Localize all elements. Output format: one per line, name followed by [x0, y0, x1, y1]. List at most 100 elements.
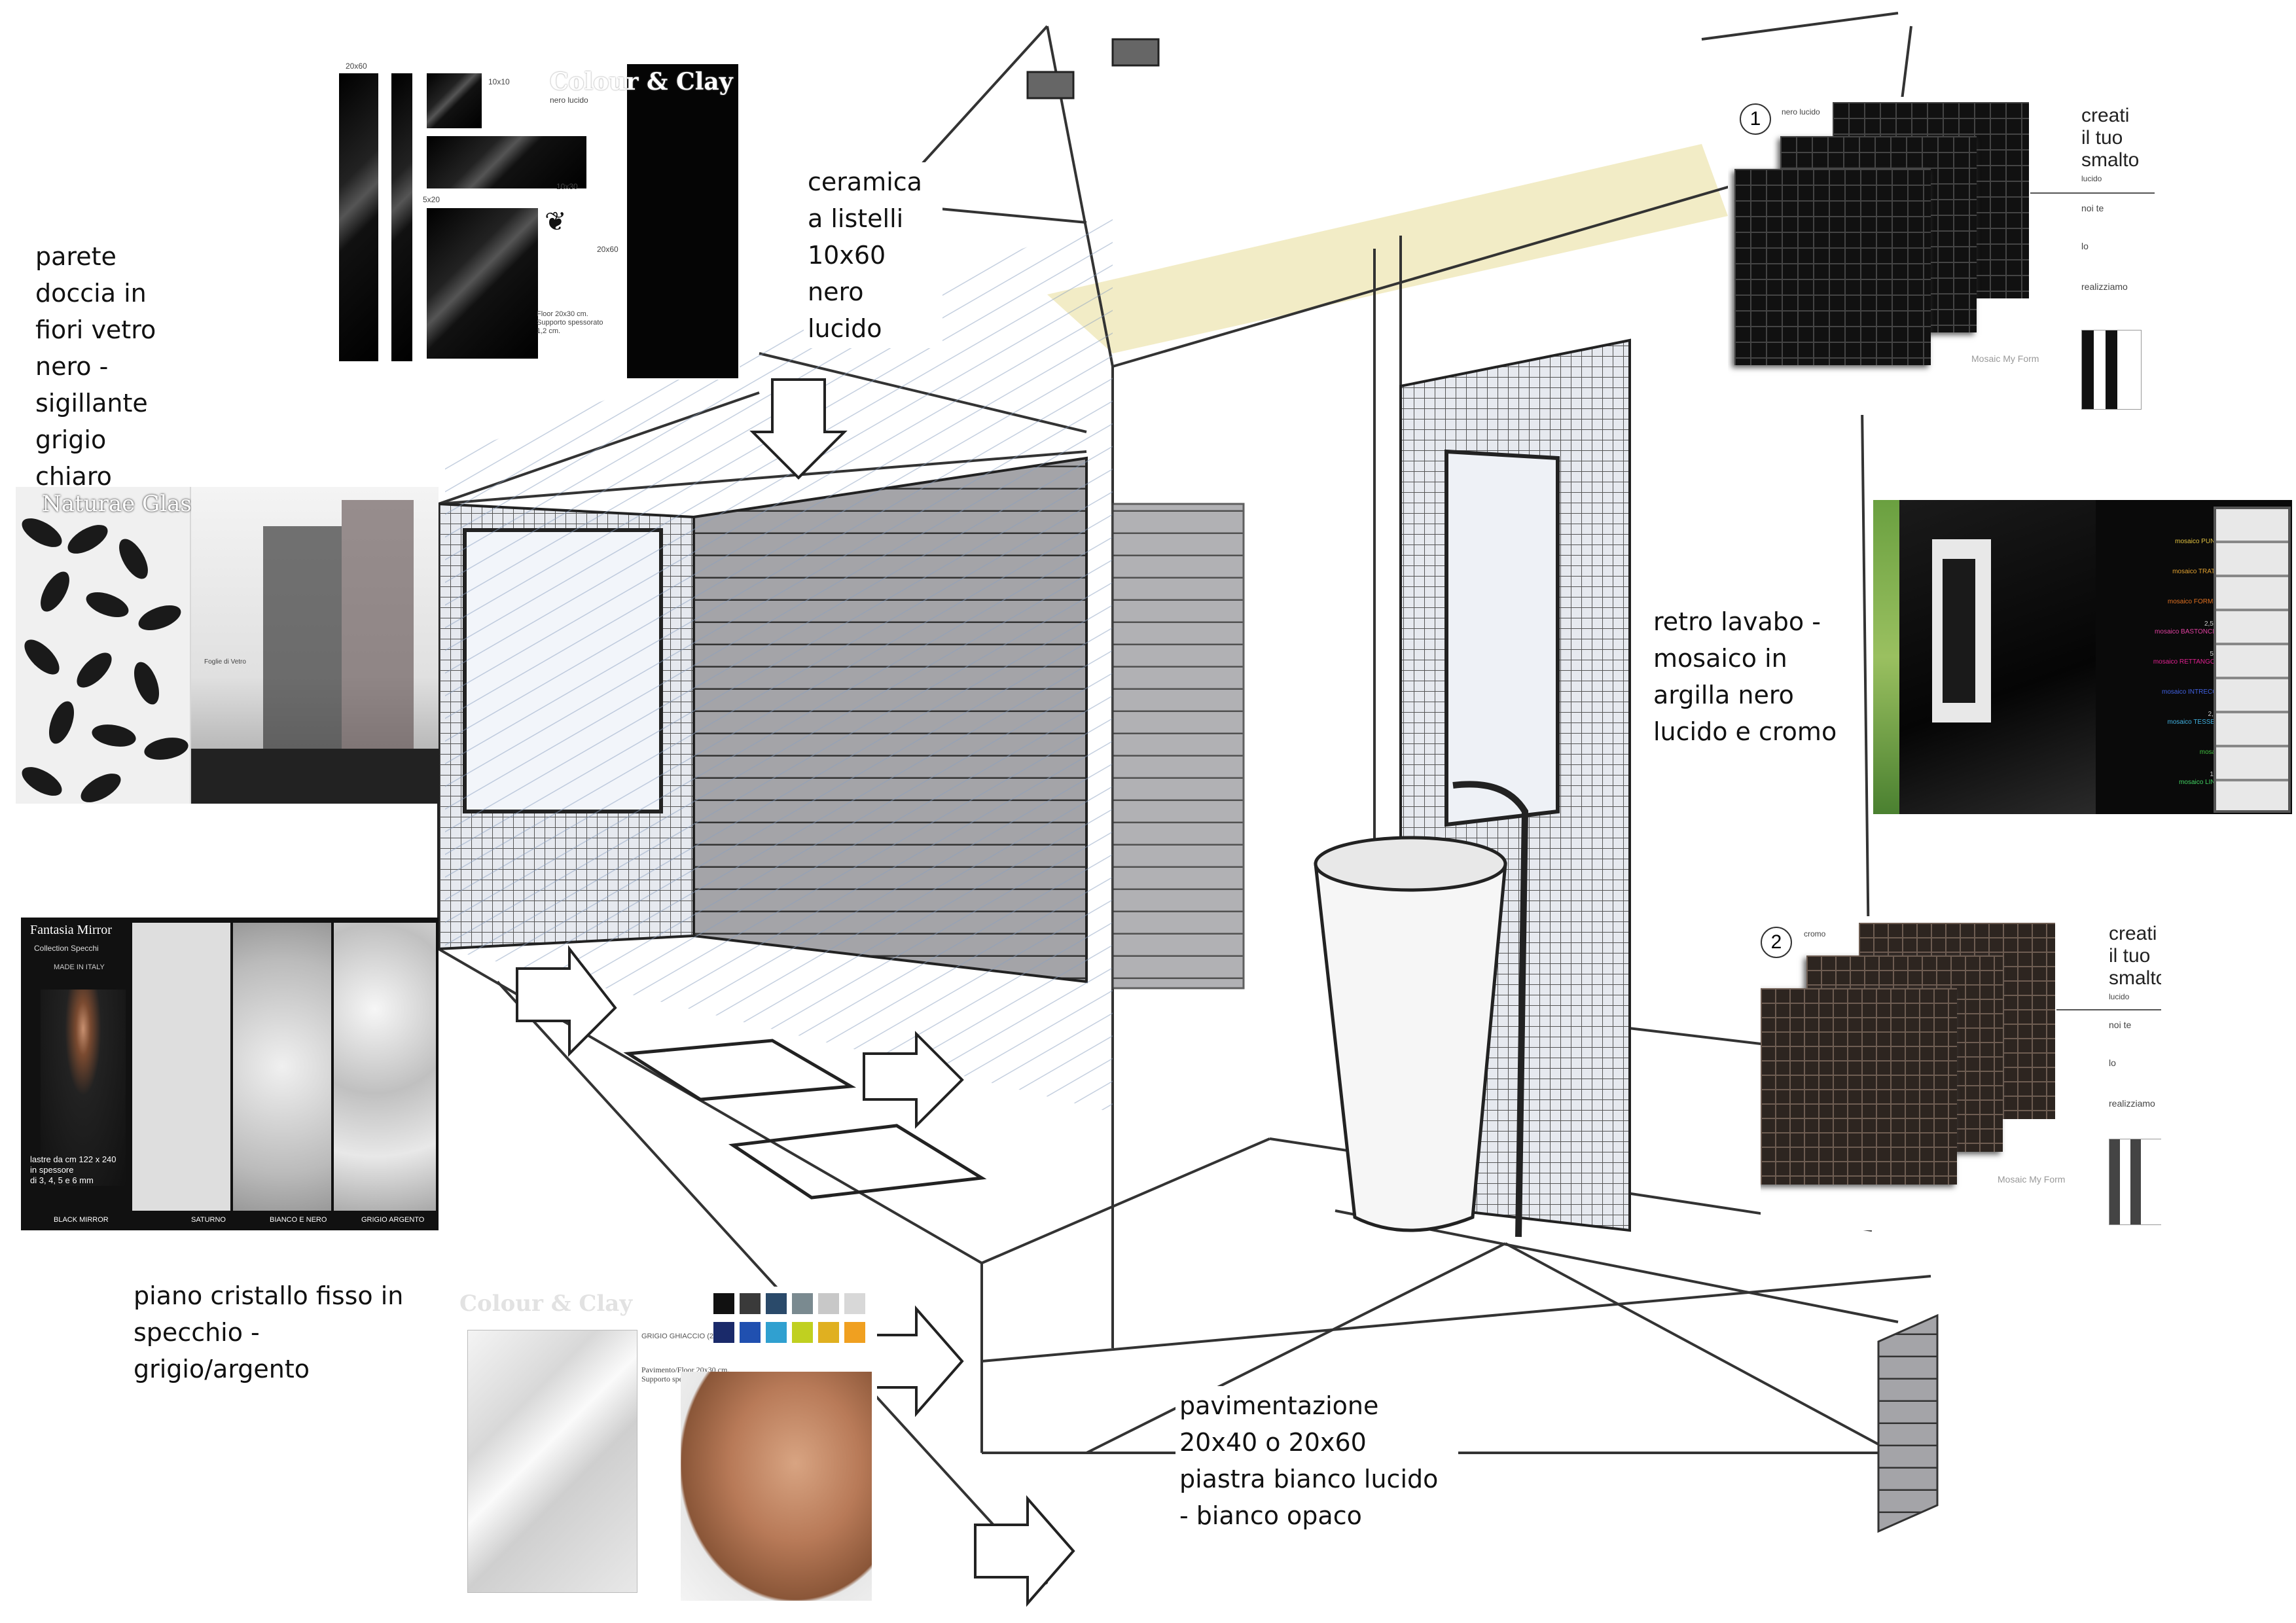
mosaic-slogan: creati il tuo smalto — [2109, 923, 2161, 990]
note-parete-doccia: parete doccia in fiori vetro nero - sigi… — [31, 236, 196, 497]
panel-label: BIANCO E NERO — [270, 1216, 327, 1224]
towel-radiator — [1111, 503, 1245, 990]
name: mosaico INTRECCIO — [2161, 688, 2224, 696]
glass-flower-pattern — [16, 487, 190, 804]
mosaic-brand: Mosaic My Form — [1971, 353, 2039, 364]
slogan-line-2: realizziamo — [2081, 281, 2128, 292]
shower-drain-2 — [728, 1124, 987, 1200]
note-piano-cristallo: piano cristallo fisso in specchio - grig… — [130, 1276, 419, 1389]
finish-label: cromo — [1804, 929, 1826, 938]
tile-20x60-b — [391, 73, 412, 361]
mosaic-list-card: 1x1 mosaico PUNTO 1x5 mosaico TRATTO 3x5… — [1873, 500, 2292, 814]
natural-glass-card: Naturae Glass Foglie di Vetro — [16, 487, 439, 804]
model-photo — [41, 990, 126, 1186]
mosaic-sheet-front — [1761, 988, 1957, 1185]
list-item: 2,5x5 mosaico TESSERA — [2100, 711, 2224, 726]
colour-clay-grey-card: Colour & Clay GRIGIO GHIACCIO (21) Pavim… — [458, 1287, 877, 1607]
glass-caption: Foglie di Vetro — [204, 658, 246, 666]
fantasia-collection: Collection Specchi — [34, 944, 99, 953]
size: 5x10 — [2100, 651, 2224, 658]
swatch — [766, 1322, 787, 1343]
divider — [2056, 1009, 2161, 1010]
shower-drain-1 — [623, 1039, 857, 1101]
grey-code: GRIGIO GHIACCIO (21) — [641, 1332, 720, 1340]
brand-logo-icon — [2081, 330, 2142, 410]
swatch — [713, 1322, 734, 1343]
butterfly-icon: ❦ — [545, 207, 567, 237]
finish-label: nero lucido — [550, 96, 588, 105]
floor-note: Floor 20x30 cm. Supporto spessorato 1,2 … — [537, 310, 603, 335]
name: mosaico RETTANGOLO — [2153, 658, 2224, 666]
panel-label: GRIGIO ARGENTO — [361, 1216, 425, 1224]
size: 1x1 — [2100, 530, 2224, 538]
list-item: 1x5 mosaico INTRECCIO — [2100, 681, 2224, 696]
mosaic-brand: Mosaic My Form — [1998, 1174, 2066, 1185]
swatch — [818, 1322, 839, 1343]
tile-5x20 — [427, 208, 538, 359]
grey-glossy-tile — [467, 1330, 637, 1593]
swatch — [740, 1322, 761, 1343]
swatch — [740, 1293, 761, 1314]
slogan-line-2: realizziamo — [2109, 1098, 2155, 1109]
natural-glass-logo: Naturae Glass — [42, 491, 204, 517]
list-item: 3x5 mosaico FORMINA — [2100, 590, 2224, 606]
swatch — [713, 1293, 734, 1314]
name: mosaico BASTONCINO — [2155, 628, 2224, 635]
size: 1x5 — [2100, 560, 2224, 568]
swatch — [792, 1322, 813, 1343]
arrow-left-shower — [516, 945, 617, 1057]
mosaic-samples-strip — [2214, 507, 2291, 813]
slogan-sub: lucido — [2081, 174, 2102, 183]
mirror-panel — [1444, 449, 1560, 827]
panel-label: SATURNO — [191, 1216, 226, 1224]
fantasia-spec: lastre da cm 122 x 240 in spessore di 3,… — [30, 1154, 117, 1185]
list-item: 5x5 mosaico — [2100, 741, 2224, 757]
note-retro-lavabo: retro lavabo - mosaico in argilla nero l… — [1649, 601, 1854, 753]
tile-10x30 — [427, 136, 586, 188]
mirror-panel-saturno — [132, 923, 230, 1211]
ceiling-spot-2 — [1111, 38, 1160, 67]
tile-20x60-a — [339, 73, 378, 361]
size-label: 10x10 — [488, 77, 510, 86]
slogan-line-2: lo — [2109, 1058, 2116, 1068]
mosaic-2-card: 2 cromo creati il tuo smalto lucido noi … — [1761, 916, 2161, 1230]
ceiling-tint — [1047, 144, 1728, 353]
arrow-right-bottom — [974, 1495, 1075, 1607]
mirror-panel-grigio — [334, 923, 436, 1211]
slogan-line: smalto — [2081, 149, 2140, 171]
floor-radiator — [1877, 1313, 1939, 1533]
list-item: 1x15 mosaico LINEA — [2100, 771, 2224, 787]
slogan-line: smalto — [2109, 967, 2161, 989]
green-leaves-photo — [1873, 500, 1899, 814]
size-label: 20x60 — [597, 245, 619, 254]
man-back-photo — [681, 1372, 872, 1601]
list-item: 2,5x10 mosaico BASTONCINO — [2100, 620, 2224, 636]
swatch — [818, 1293, 839, 1314]
slogan-sub: lucido — [2109, 992, 2130, 1001]
panel-label: BLACK MIRROR — [54, 1216, 109, 1224]
size: 1x5 — [2100, 681, 2224, 688]
swatch — [844, 1322, 865, 1343]
divider — [2030, 192, 2155, 194]
size: 2,5x10 — [2100, 620, 2224, 628]
slogan-line-2: lo — [2081, 241, 2089, 251]
brand-logo-icon — [2109, 1139, 2161, 1225]
mosaic-slogan: creati il tuo smalto — [2081, 105, 2139, 171]
number-badge: 2 — [1761, 927, 1792, 958]
arrow-right-drain — [863, 1031, 964, 1129]
name: mosaico TRATTO — [2172, 568, 2224, 575]
list-item: 1x5 mosaico TRATTO — [2100, 560, 2224, 576]
glass-screen-panel — [263, 526, 342, 788]
pedestal-basin — [1314, 846, 1507, 1232]
black-tiled-room-photo — [1899, 500, 2096, 814]
finish-label: nero lucido — [1782, 107, 1820, 116]
slogan-line-2: noi te — [2081, 203, 2104, 213]
number-badge: 1 — [1740, 103, 1771, 135]
size-label: 5x20 — [423, 195, 440, 204]
fantasia-mirror-card: Fantasia Mirror Collection Specchi MADE … — [21, 918, 439, 1230]
name: mosaico FORMINA — [2167, 598, 2224, 605]
list-item: 1x1 mosaico PUNTO — [2100, 530, 2224, 546]
size-label: 20x60 — [346, 62, 367, 71]
ceiling-spot-1 — [1026, 71, 1075, 99]
